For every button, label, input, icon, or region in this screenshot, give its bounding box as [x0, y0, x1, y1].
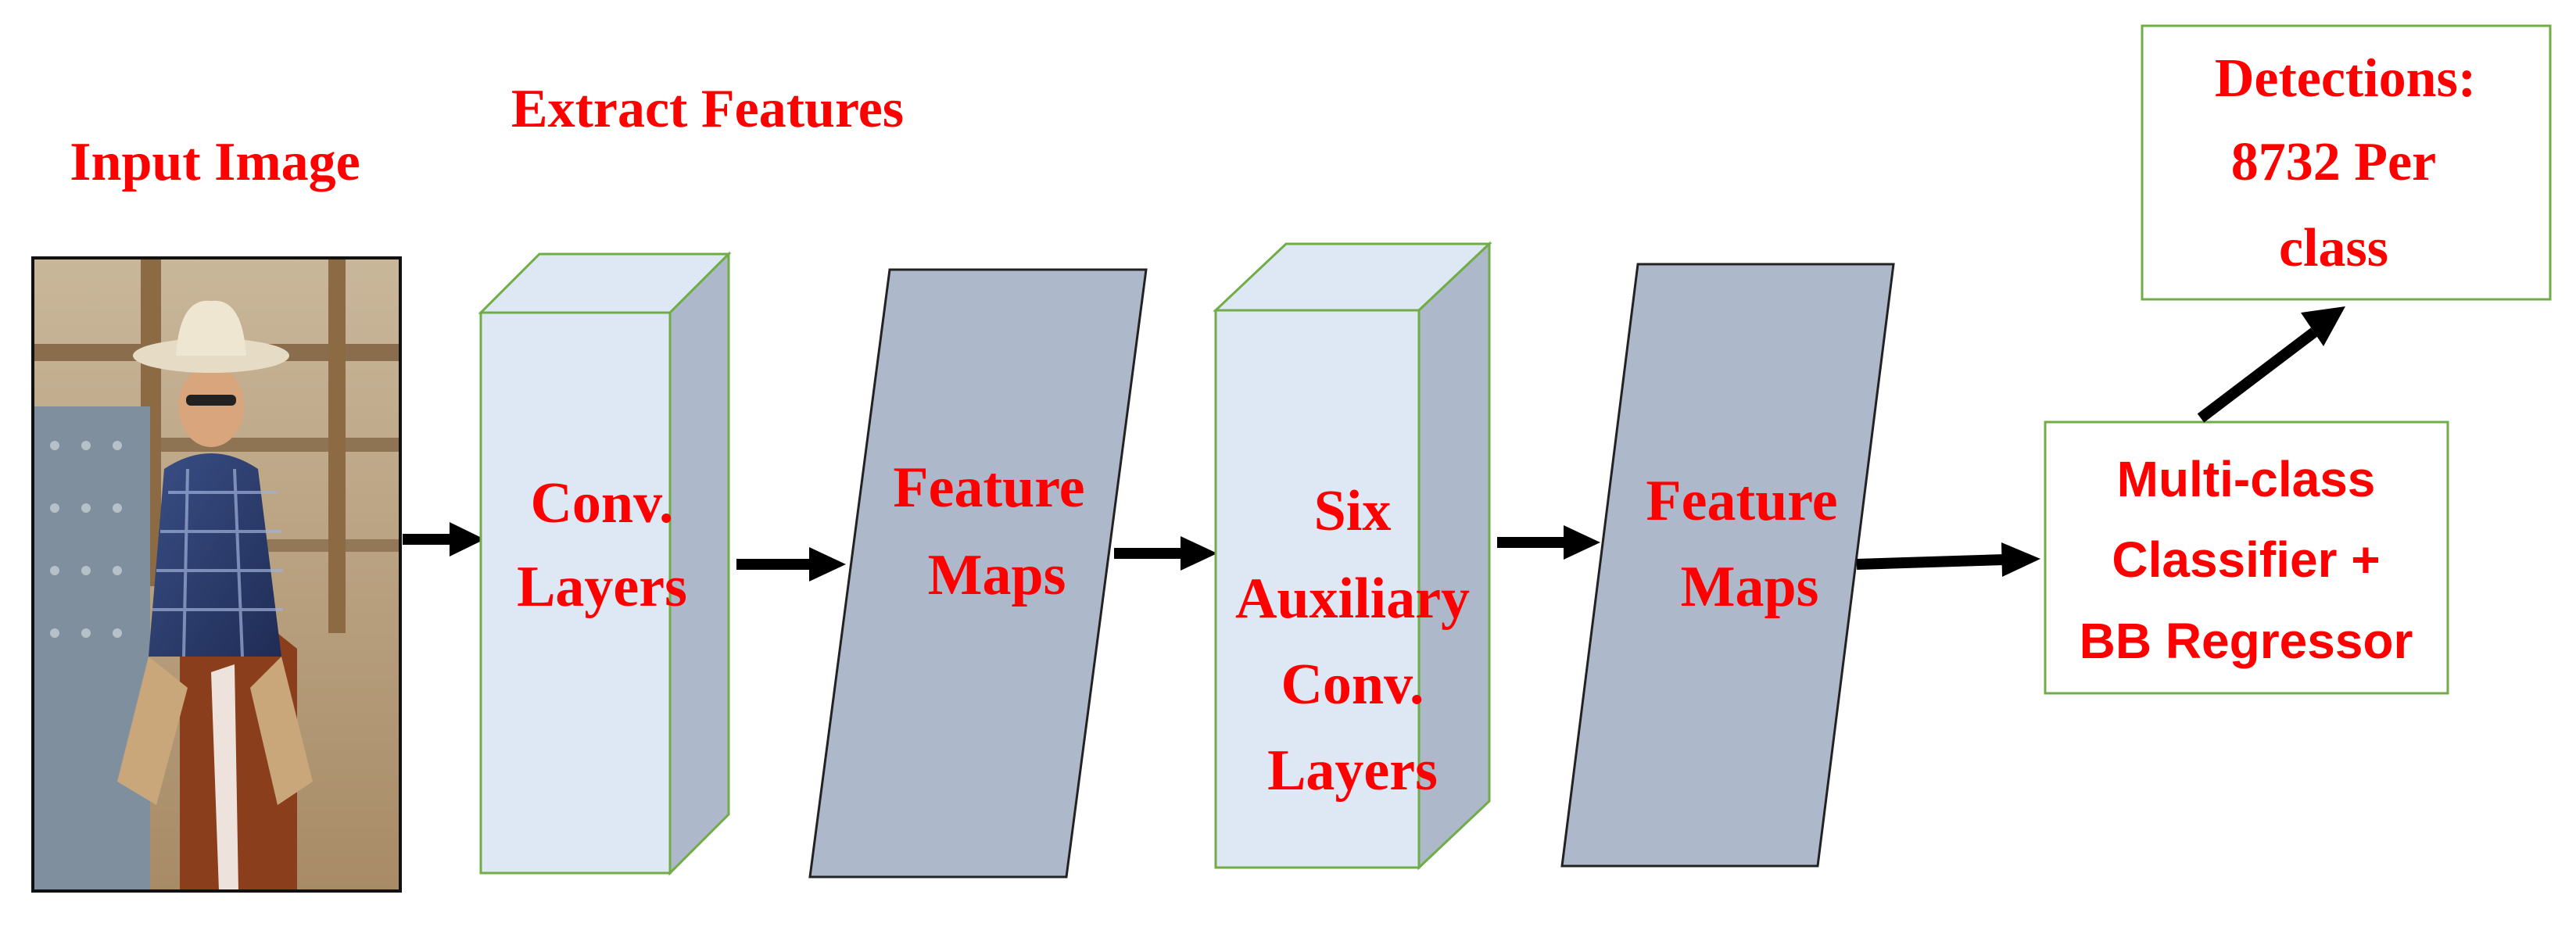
arrow-image-to-conv: [403, 522, 485, 556]
classifier-label-line3: BB Regressor: [2080, 613, 2413, 669]
feature-maps-1-block: Feature Maps: [808, 268, 1148, 879]
aux-conv-label-line3: Conv.: [1281, 653, 1424, 717]
conv-layers-label-line1: Conv.: [530, 471, 673, 535]
classifier-block: Multi-class Classifier + BB Regressor: [2044, 420, 2449, 695]
aux-conv-label-line2: Auxiliary: [1235, 567, 1470, 631]
input-photo: [31, 256, 402, 893]
extract-features-label: Extract Features: [511, 79, 904, 139]
arrow-feature-maps-1-to-aux-conv: [1114, 536, 1217, 571]
feature-maps-2-label-line1: Feature: [1646, 469, 1837, 533]
classifier-label-line1: Multi-class: [2117, 451, 2376, 507]
aux-conv-label-line1: Six: [1314, 479, 1392, 543]
feature-maps-1-label-line1: Feature: [893, 456, 1084, 520]
classifier-label-line2: Classifier +: [2112, 531, 2380, 588]
feature-maps-2-block: Feature Maps: [1560, 263, 1895, 868]
conv-layers-label-line2: Layers: [517, 555, 687, 619]
aux-conv-label-line4: Layers: [1267, 739, 1438, 803]
feature-maps-2-label-line2: Maps: [1681, 555, 1819, 619]
arrow-classifier-to-detections: [2197, 306, 2345, 423]
detections-label-line1: Detections:: [2215, 48, 2476, 109]
arrow-feature-maps-2-to-classifier: [1856, 542, 2040, 577]
arrow-aux-conv-to-feature-maps-2: [1497, 525, 1600, 560]
detections-label-line2: 8732 Per: [2231, 132, 2436, 192]
aux-conv-layers-block: Six Auxiliary Conv. Layers: [1213, 241, 1492, 871]
conv-layers-block: Conv. Layers: [478, 251, 732, 876]
arrow-conv-to-feature-maps-1: [736, 547, 846, 582]
feature-maps-1-label-line2: Maps: [928, 543, 1066, 607]
detections-label-line3: class: [2279, 218, 2388, 278]
detections-block: Detections: 8732 Per class: [2141, 24, 2552, 301]
input-image-label: Input Image: [70, 132, 360, 192]
